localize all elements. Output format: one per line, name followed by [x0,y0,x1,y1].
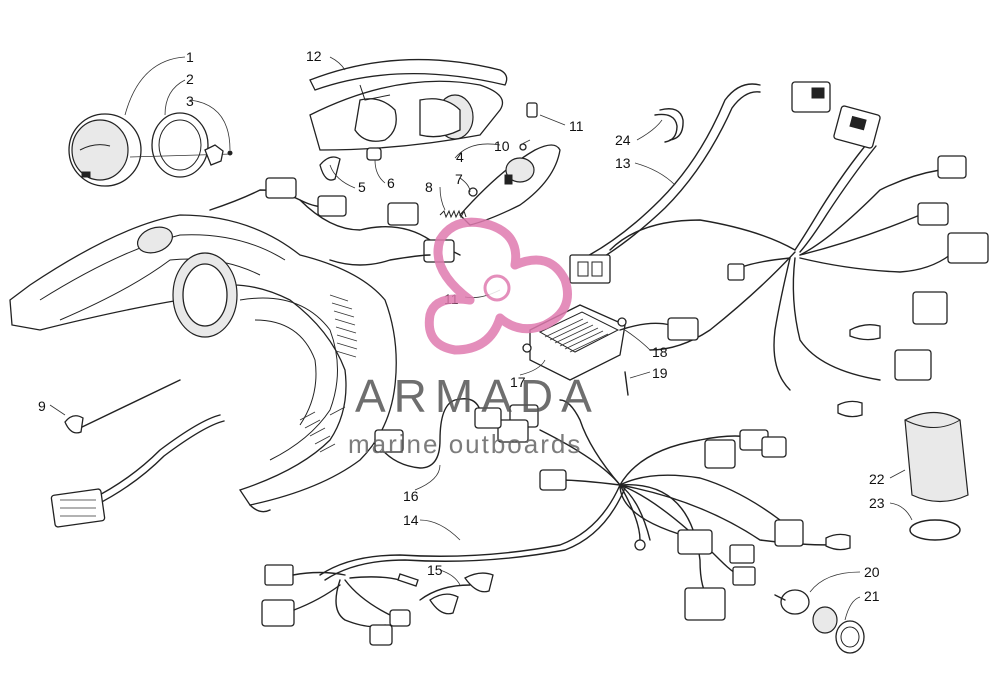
connector-14d [684,587,726,621]
connector-13a [791,81,831,113]
armada-logo-icon [424,217,572,355]
gauge-bezel [129,112,233,178]
callout-2: 2 [186,71,194,87]
callout-10: 10 [494,138,510,154]
headlight-trim-strip [309,58,508,91]
callout-24: 24 [615,132,631,148]
callout-8: 8 [425,179,433,195]
grommet-21 [812,606,865,654]
connector-14-left [261,564,419,646]
callout-20: 20 [864,564,880,580]
hood-housing [9,214,397,513]
connector-14e [729,544,756,586]
headlight-housing [309,80,504,151]
harness-16 [374,398,502,469]
leader-lines [49,56,913,621]
main-harness [579,83,951,391]
callout-11-top: 11 [569,118,584,134]
callout-12: 12 [306,48,322,64]
sensor-15 [419,572,494,615]
clamp-23 [909,519,961,541]
relay-block [569,254,611,284]
bulb [366,147,382,161]
callout-3: 3 [186,93,194,109]
connector-14a [704,429,787,469]
speedometer-gauge [68,113,142,187]
callout-14: 14 [403,512,419,528]
connector-13h [727,263,745,281]
connector-14c [677,529,713,555]
harness-9 [50,379,225,528]
spring [439,209,467,219]
callout-4: 4 [456,149,464,165]
voltage-regulator [522,304,699,381]
gauge-bracket [204,144,233,166]
callout-18: 18 [652,344,668,360]
regulator-bolt [624,371,629,396]
callout-6: 6 [387,175,395,191]
ring-24 [654,108,684,143]
connector-13b [833,105,881,149]
connector-13f [849,291,948,341]
connector-13d [917,202,949,226]
connector-14b [774,519,851,551]
callout-23: 23 [869,495,885,511]
small-clip-parts [468,102,538,197]
connector-13e [947,232,989,264]
callout-19: 19 [652,365,668,381]
callout-5: 5 [358,179,366,195]
callout-9: 9 [38,398,46,414]
connector-13g [837,349,932,418]
secondary-harness [319,399,831,601]
connector-13c [937,155,967,179]
lamp-harness [209,177,461,266]
headlight-lens [459,144,561,226]
callout-1: 1 [186,49,194,65]
watermark-title: ARMADA [355,370,600,422]
sleeve-22 [904,411,969,503]
callout-13: 13 [615,155,631,171]
callout-22: 22 [869,471,885,487]
callout-15: 15 [427,562,443,578]
connector-14f [497,404,646,551]
sensor-20 [774,589,810,615]
watermark-subtitle: marine outboards [348,429,582,459]
callout-21: 21 [864,588,880,604]
callout-7: 7 [455,171,463,187]
watermark: ARMADA marine outboards [348,217,600,459]
callout-17: 17 [510,374,526,390]
callout-16: 16 [403,488,419,504]
